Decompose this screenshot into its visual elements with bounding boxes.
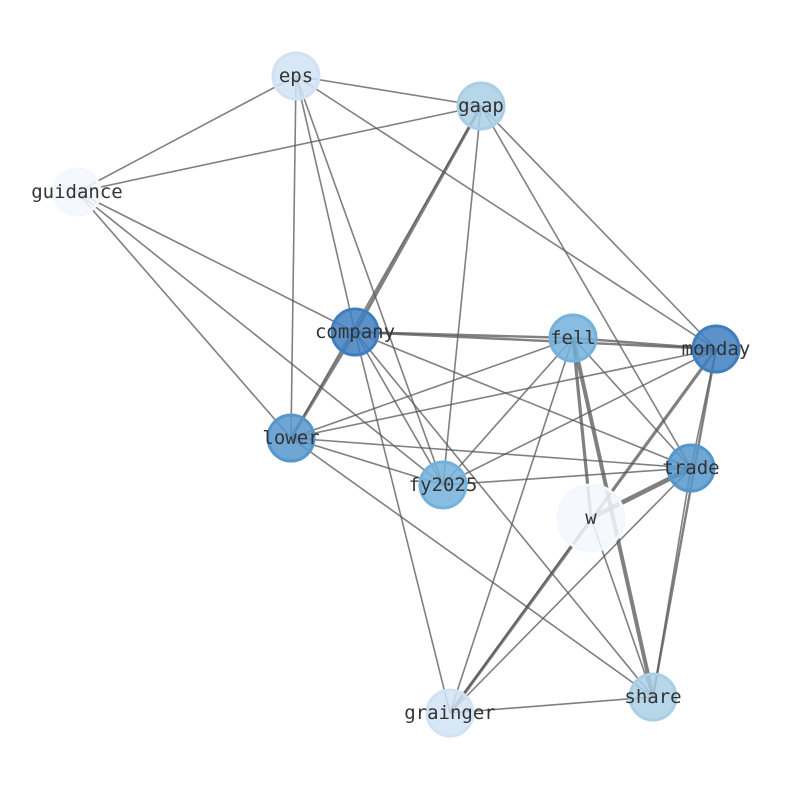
edge-monday-lower — [290, 348, 717, 439]
edge-lower-trade — [290, 437, 692, 469]
node-circle — [548, 313, 598, 363]
edge-gaap-fy2025 — [442, 105, 482, 486]
node-eps: eps — [271, 51, 321, 101]
node-label: company — [315, 321, 395, 343]
node-company: company — [315, 307, 395, 357]
edge-gaap-trade — [480, 105, 692, 469]
node-label: trade — [662, 457, 719, 479]
nodes-layer: eps gaap guidance company fell monday lower tra… — [31, 51, 751, 738]
node-circle — [330, 307, 380, 357]
edge-eps-fy2025 — [295, 75, 444, 486]
edge-guidance-lower — [76, 191, 292, 439]
edge-trade-fy2025 — [442, 467, 692, 486]
edge-grainger-share — [449, 696, 654, 714]
edge-lower-share — [290, 437, 654, 698]
node-circle — [418, 460, 468, 510]
node-circle — [271, 51, 321, 101]
edges-layer — [76, 75, 718, 714]
edge-w-grainger — [449, 517, 592, 714]
edge-fell-lower — [290, 337, 574, 439]
edge-trade-grainger — [449, 467, 692, 714]
node-trade: trade — [662, 443, 720, 493]
edge-fell-grainger — [449, 337, 574, 714]
edge-trade-share — [652, 467, 692, 698]
node-gaap: gaap — [456, 81, 506, 131]
edge-eps-guidance — [76, 75, 297, 193]
node-label: fell — [550, 327, 596, 349]
edge-company-monday — [354, 330, 717, 351]
node-fell: fell — [548, 313, 598, 363]
edge-company-fy2025 — [354, 331, 444, 486]
edge-guidance-company — [76, 191, 356, 333]
node-label: grainger — [404, 702, 496, 724]
node-label: guidance — [31, 181, 123, 203]
edge-company-trade — [354, 331, 692, 469]
node-label: lower — [262, 427, 319, 449]
node-label: w — [585, 507, 597, 529]
node-share: share — [624, 672, 682, 722]
node-label: fy2025 — [409, 474, 478, 496]
node-fy2025: fy2025 — [409, 460, 478, 510]
edge-eps-monday — [295, 75, 717, 350]
edge-guidance-fy2025 — [76, 191, 444, 486]
node-circle — [52, 167, 102, 217]
node-grainger: grainger — [404, 688, 496, 738]
edge-gaap-monday — [480, 105, 717, 350]
node-label: gaap — [458, 95, 504, 117]
node-circle — [556, 483, 626, 553]
edge-eps-lower — [290, 75, 297, 439]
node-circle — [628, 672, 678, 722]
node-monday: monday — [682, 324, 751, 374]
edge-company-grainger — [354, 331, 451, 714]
node-circle — [266, 413, 316, 463]
node-label: eps — [279, 65, 313, 87]
edge-fell-trade — [572, 337, 692, 469]
node-label: monday — [682, 338, 751, 360]
edge-eps-gaap — [295, 75, 482, 107]
edge-gaap-guidance — [76, 105, 482, 193]
edge-eps-company — [295, 75, 356, 333]
node-guidance: guidance — [31, 167, 123, 217]
edge-company-share — [354, 331, 654, 698]
node-circle — [666, 443, 716, 493]
node-w: w — [556, 483, 626, 553]
node-circle — [691, 324, 741, 374]
edge-monday-share — [651, 348, 718, 698]
node-label: share — [624, 686, 681, 708]
node-circle — [425, 688, 475, 738]
edge-monday-fy2025 — [442, 348, 717, 486]
node-circle — [456, 81, 506, 131]
edge-lower-fy2025 — [290, 437, 444, 486]
node-lower: lower — [262, 413, 320, 463]
edge-fell-fy2025 — [442, 337, 574, 486]
